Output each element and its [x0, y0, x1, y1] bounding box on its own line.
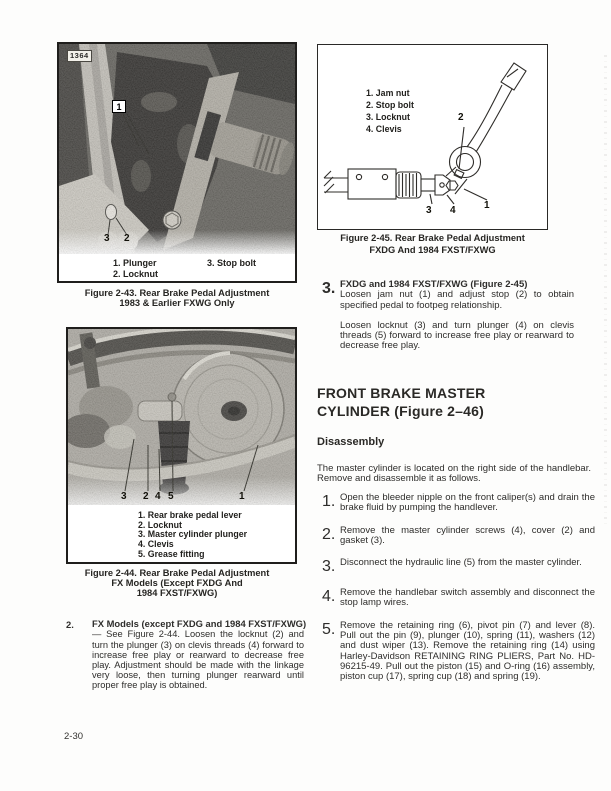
figure-2-43-box: 1364 1 3 2 1. Plunger 2. Locknut 3. Stop… [57, 42, 297, 283]
item-2-fx-models: 2. FX Models (except FXDG and 1984 FXST/… [58, 618, 307, 691]
legend-item: 1. Plunger [113, 258, 157, 268]
item-2-title: FX Models (except FXDG and 1984 FXST/FXW… [92, 618, 307, 629]
step-5: 5. Remove the retaining ring (6), pivot … [317, 619, 595, 683]
callout-2-stop-bolt: 2 [458, 112, 464, 123]
callout-2-locknut: 2 [124, 233, 130, 244]
figure-2-44-box: 3 2 4 5 1 1. Rear brake pedal lever 2. L… [66, 327, 297, 564]
step-text: Disconnect the hydraulic line (5) from t… [340, 557, 582, 569]
step-number: 2. [322, 525, 336, 543]
callout-1-jam-nut: 1 [484, 200, 490, 211]
figure-2-45-box: 1. Jam nut 2. Stop bolt 3. Locknut 4. Cl… [317, 44, 548, 230]
caption-line: Figure 2-43. Rear Brake Pedal Adjustment [84, 288, 270, 298]
caption-line: FX Models (Except FXDG And [111, 578, 243, 589]
figure-2-43-legend-left: 1. Plunger 2. Locknut [113, 258, 158, 279]
step-number: 1. [322, 493, 336, 510]
caption-line: 1984 FXST/FXWG) [136, 588, 218, 599]
step-number: 5. [322, 620, 336, 638]
legend-item: 1. Rear brake pedal lever [138, 510, 242, 520]
item-number: 3. [322, 280, 336, 297]
figure-2-45-caption: Figure 2-45. Rear Brake Pedal Adjustment… [317, 233, 548, 256]
callout-1-plunger: 1 [112, 100, 126, 113]
item-3-title: FXDG and 1984 FXST/FXWG (Figure 2-45) [340, 279, 528, 290]
caption-line: 1983 & Earlier FXWG Only [119, 298, 235, 309]
step-2: 2. Remove the master cylinder screws (4)… [317, 524, 595, 547]
step-text: Remove the retaining ring (6), pivot pin… [340, 619, 595, 683]
caption-line: Figure 2-44. Rear Brake Pedal Adjustment [84, 568, 270, 578]
section-heading: FRONT BRAKE MASTER CYLINDER (Figure 2–46… [317, 385, 485, 420]
caption-line: FXDG And 1984 FXST/FXWG [369, 244, 496, 255]
page-number: 2-30 [64, 731, 84, 742]
heading-line: FRONT BRAKE MASTER [317, 385, 486, 401]
item-2-body: — See Figure 2-44. Loosen the locknut (2… [92, 629, 304, 691]
step-text: Open the bleeder nipple on the front cal… [340, 492, 595, 514]
disassembly-steps: 1. Open the bleeder nipple on the front … [317, 492, 595, 683]
subsection-heading-disassembly: Disassembly [317, 436, 385, 448]
disassembly-intro: The master cylinder is located on the ri… [317, 463, 591, 485]
figure-2-43-legend-right: 3. Stop bolt [207, 258, 256, 269]
legend-item: 2. Locknut [138, 519, 182, 530]
legend-item: 3. Master cylinder plunger [138, 529, 248, 540]
heading-line: CYLINDER (Figure 2–46) [317, 402, 484, 419]
callout-2-locknut: 2 [143, 491, 149, 502]
caption-line: Figure 2-45. Rear Brake Pedal Adjustment [340, 233, 525, 243]
legend-item: 4. Clevis [366, 124, 402, 134]
photo-figure-2-43 [59, 44, 295, 254]
step-4: 4. Remove the handlebar switch assembly … [317, 588, 595, 609]
figure-2-44-caption: Figure 2-44. Rear Brake Pedal Adjustment… [57, 568, 297, 599]
step-3: 3. Disconnect the hydraulic line (5) fro… [317, 558, 595, 576]
figure-2-44-legend: 1. Rear brake pedal lever 2. Locknut 3. … [138, 510, 248, 560]
step-number: 3. [322, 558, 336, 576]
legend-item: 2. Locknut [113, 268, 159, 279]
callout-4-clevis: 4 [155, 491, 161, 502]
callout-4-clevis: 4 [450, 205, 456, 216]
legend-item: 3. Stop bolt [207, 258, 256, 268]
item-3-paragraph-1: Loosen jam nut (1) and adjust stop (2) t… [340, 289, 574, 311]
legend-item: 4. Clevis [138, 539, 174, 550]
figure-2-45-legend: 1. Jam nut 2. Stop bolt 3. Locknut 4. Cl… [366, 87, 414, 135]
legend-item: 1. Jam nut [366, 88, 410, 98]
step-text: Remove the handlebar switch assembly and… [340, 587, 595, 609]
figure-2-43-caption: Figure 2-43. Rear Brake Pedal Adjustment… [57, 288, 297, 308]
callout-3-stop-bolt: 3 [104, 233, 110, 244]
pedal-drawing-figure-2-45 [323, 62, 527, 205]
callout-5-grease-fitting: 5 [168, 491, 174, 502]
callout-3-locknut: 3 [426, 205, 432, 216]
step-number: 4. [322, 588, 336, 606]
step-text: Remove the master cylinder screws (4), c… [340, 524, 595, 546]
callout-1-rear-brake-pedal-lever: 1 [239, 491, 245, 502]
callout-3-master-cylinder-plunger: 3 [121, 491, 127, 502]
legend-item: 2. Stop bolt [366, 100, 414, 110]
legend-item: 3. Locknut [366, 112, 410, 122]
step-1: 1. Open the bleeder nipple on the front … [317, 492, 595, 514]
item-number: 2. [66, 619, 74, 630]
item-3-paragraph-2: Loosen locknut (3) and turn plunger (4) … [340, 319, 574, 352]
item-3-fxdg: 3. FXDG and 1984 FXST/FXWG (Figure 2-45)… [317, 279, 595, 352]
photo-id-tag: 1364 [67, 50, 92, 62]
legend-item: 5. Grease fitting [138, 548, 205, 559]
scan-edge-artifact [604, 55, 607, 525]
photo-figure-2-44 [68, 329, 295, 505]
